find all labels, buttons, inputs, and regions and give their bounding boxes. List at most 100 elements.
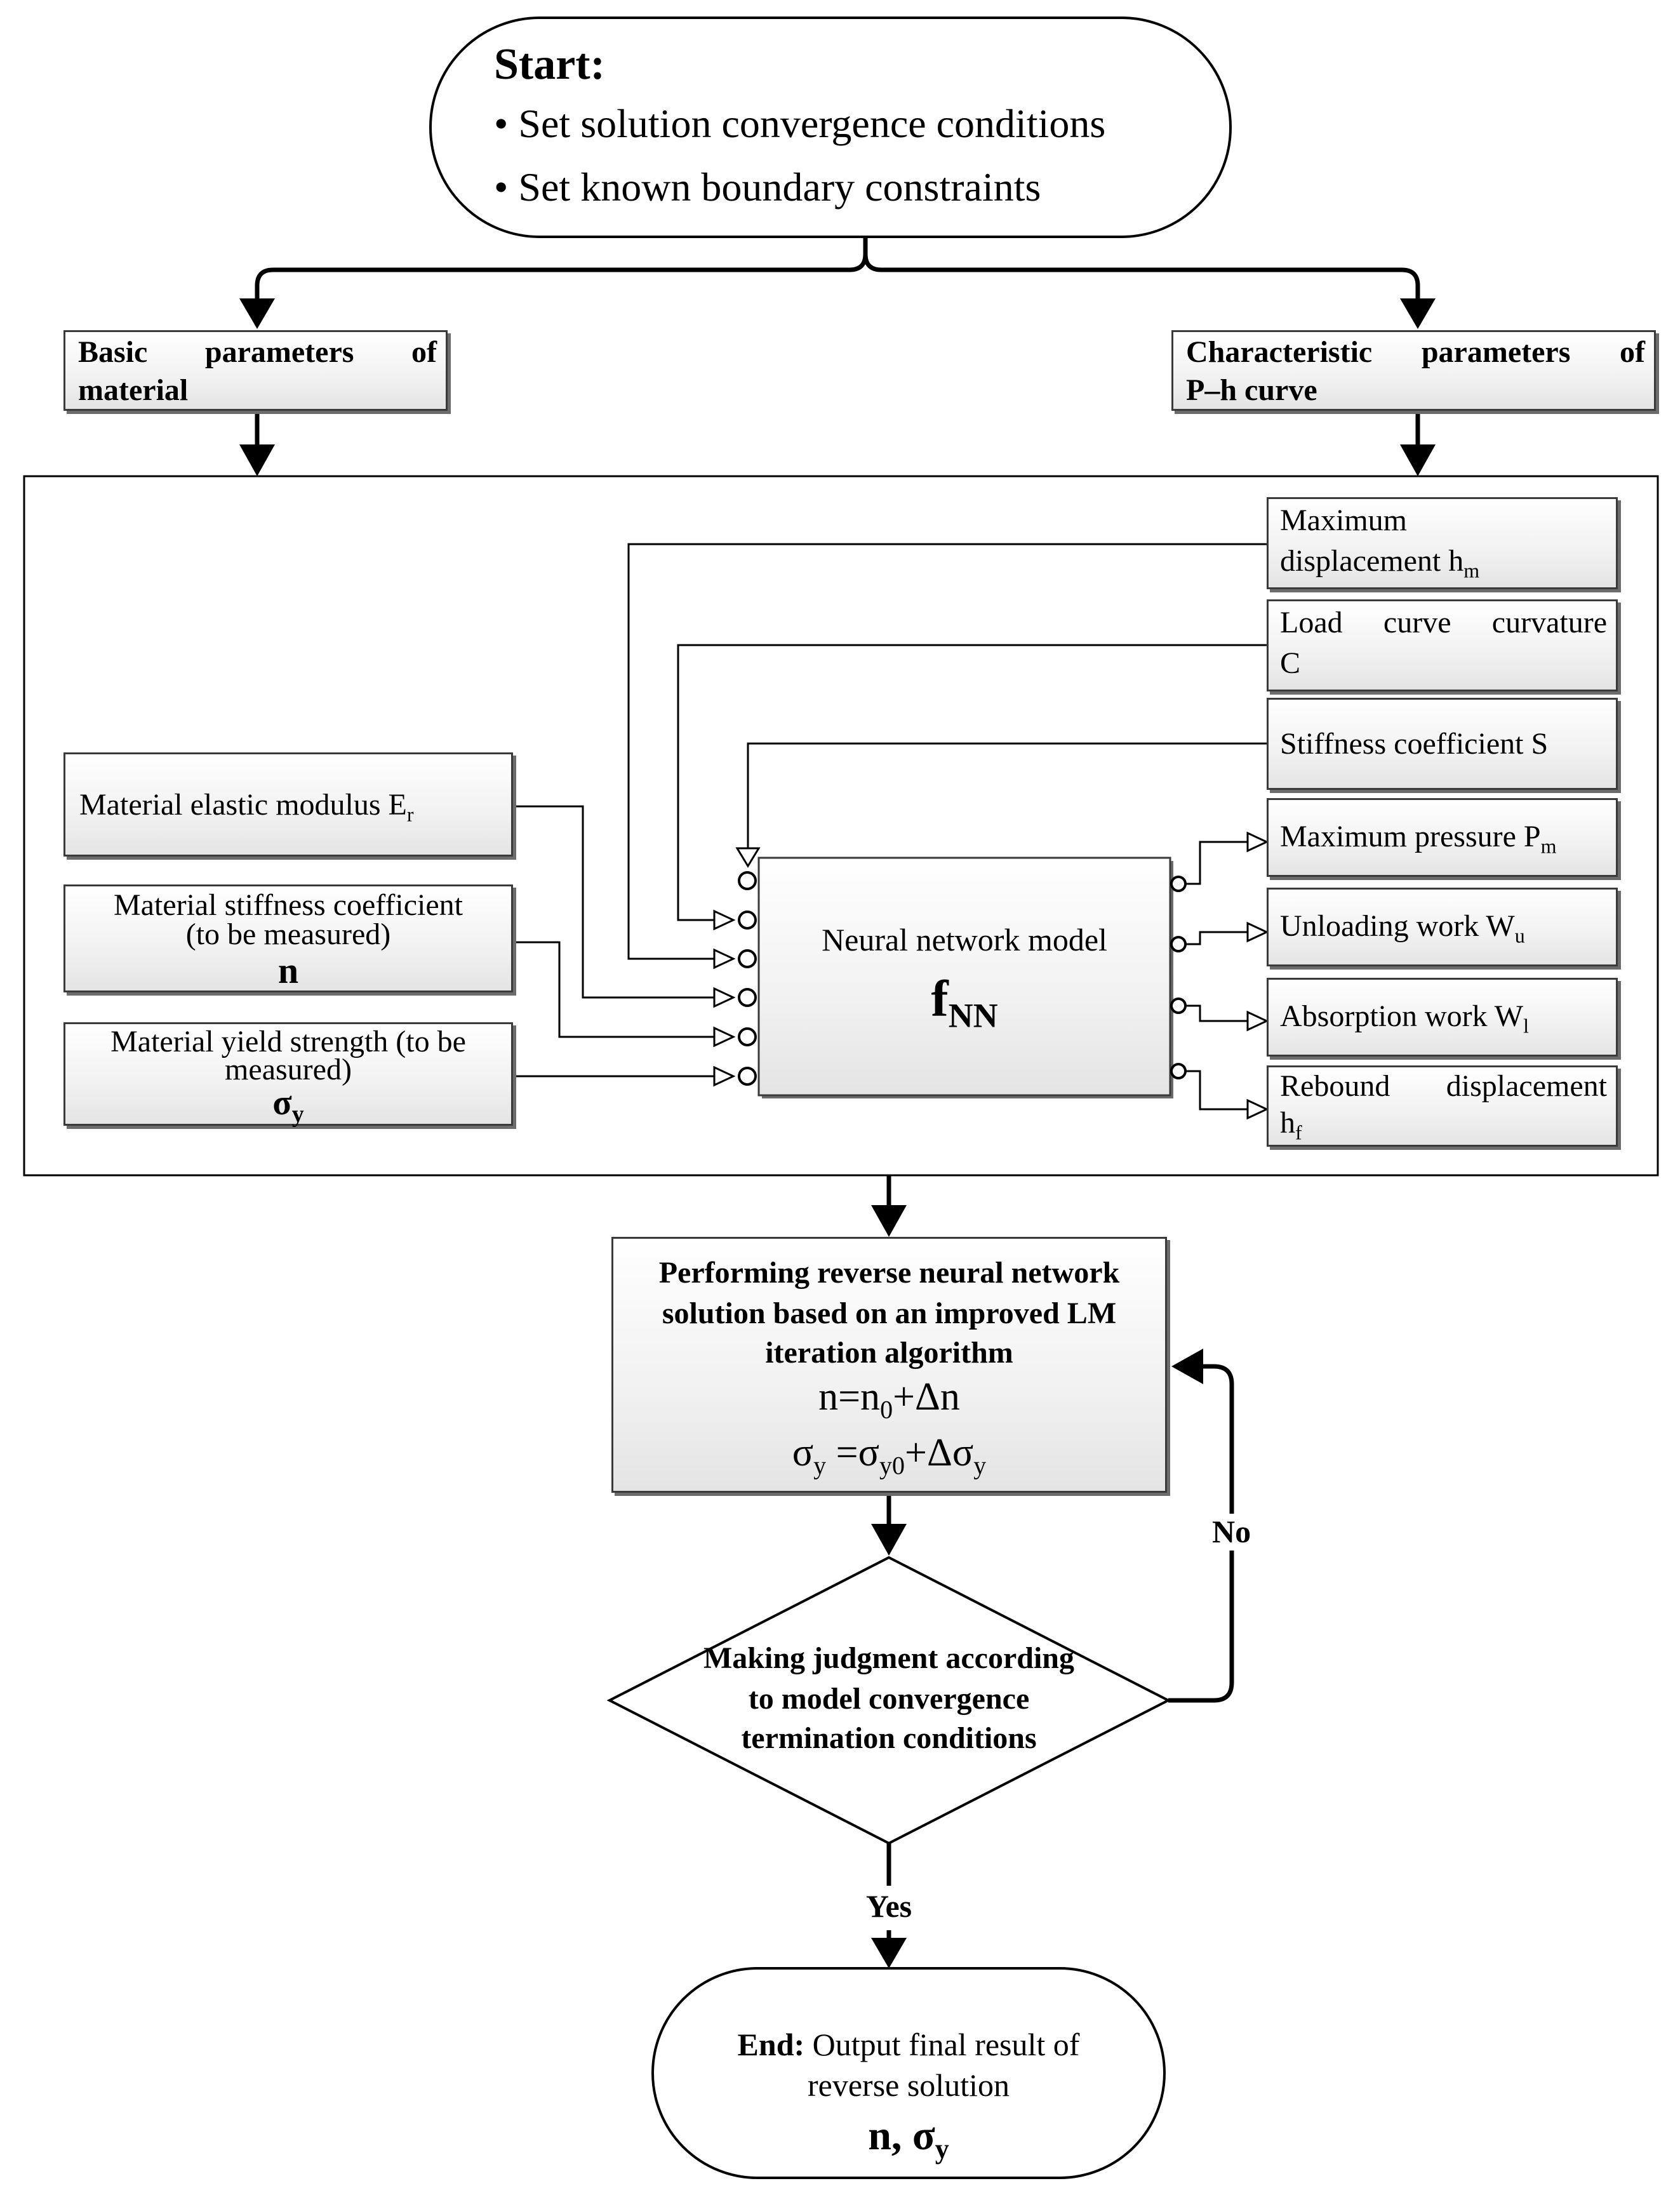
start-item-convergence-text: Set solution convergence conditions — [518, 101, 1106, 146]
yield-input-symbol: σy — [65, 1083, 511, 1129]
elastic-modulus-text: Material elastic modulus E — [79, 788, 407, 822]
elastic-modulus-label: Material elastic modulus Er — [79, 787, 414, 826]
wire-n — [513, 941, 714, 1038]
arrowhead-basic — [239, 298, 275, 329]
wire-hm — [627, 543, 1267, 960]
end-result: n, σy — [653, 2112, 1164, 2166]
start-item-convergence: • Set solution convergence conditions — [494, 100, 1105, 147]
max-displacement-text: displacement h — [1280, 544, 1464, 578]
stiffness-input-symbol: n — [277, 950, 299, 991]
max-displacement-line2: displacement hm — [1280, 544, 1479, 582]
wire-out-pm — [1180, 841, 1250, 885]
yield-strength-input-box: Material yield strength (to be measured)… — [63, 1022, 513, 1129]
stiffness-input-line2: (to be measured) — [185, 917, 391, 951]
stiffness-coefficient-param-box: Stiffness coefficient S — [1267, 698, 1618, 790]
output-arrowheads — [1246, 831, 1269, 1120]
reverse-solution-line3: iteration algorithm — [765, 1336, 1013, 1370]
no-label: No — [1210, 1514, 1254, 1551]
start-terminator-shape — [429, 17, 1232, 238]
max-displacement-line1: Maximum — [1280, 504, 1407, 537]
start-item-boundary-text: Set known boundary constraints — [518, 164, 1041, 210]
eq-n-part-a: n=n — [818, 1375, 881, 1418]
frame-to-reverse-arrowhead — [871, 1205, 907, 1237]
reverse-solution-line2: solution based on an improved LM — [662, 1297, 1117, 1330]
wire-out-hf — [1180, 1070, 1250, 1111]
rebound-displacement-text: h — [1280, 1106, 1295, 1140]
end-result-text: n, σ — [868, 2112, 935, 2159]
end-terminator-shape — [651, 1967, 1166, 2179]
rebound-displacement-sub: f — [1295, 1121, 1302, 1144]
eq-sigma-part-c: +Δσ — [905, 1431, 974, 1474]
wire-out-wl — [1180, 1004, 1250, 1022]
eq-sigma-sub3: y — [973, 1451, 987, 1480]
basic-parameters-box: Basic parameters of material — [63, 330, 448, 411]
eq-n-sub: 0 — [880, 1395, 893, 1424]
rebound-displacement-line2: hf — [1280, 1105, 1302, 1144]
output-ports — [1170, 876, 1187, 1079]
max-pressure-text: Maximum pressure P — [1280, 820, 1541, 853]
absorption-work-label: Absorption work Wl — [1280, 999, 1529, 1037]
sigma-symbol: σ — [272, 1083, 292, 1123]
start-title: Start: — [494, 40, 605, 89]
input-arrowheads — [713, 847, 761, 1087]
arrowhead-characteristic — [1400, 298, 1436, 329]
characteristic-parameters-line1: Characteristic parameters of — [1186, 335, 1645, 369]
unloading-work-text: Unloading work W — [1280, 909, 1515, 943]
absorption-work-box: Absorption work Wl — [1267, 978, 1618, 1057]
yield-input-line2: measured) — [225, 1053, 352, 1086]
elastic-modulus-sub: r — [406, 803, 414, 826]
reverse-equation-sigma: σy =σy0+Δσy — [613, 1431, 1165, 1480]
reverse-to-judgment-arrowhead — [871, 1524, 907, 1556]
reverse-solution-line1: Performing reverse neural network — [658, 1256, 1120, 1290]
basic-down-arrowhead — [239, 444, 275, 476]
reverse-equation-n: n=n0+Δn — [613, 1375, 1165, 1424]
wire-s — [747, 742, 1267, 848]
stiffness-coefficient-input-box: Material stiffness coefficient (to be me… — [63, 884, 513, 992]
sigma-sub: y — [291, 1101, 304, 1128]
load-curvature-box: Load curve curvature C — [1267, 599, 1618, 691]
nn-symbol-f: f — [931, 970, 949, 1027]
input-ports — [738, 871, 757, 1086]
basic-parameters-line2: material — [78, 373, 189, 407]
yes-label: Yes — [865, 1888, 912, 1924]
nn-symbol-sub: NN — [948, 996, 998, 1035]
end-text1: Output final result of — [804, 2027, 1080, 2062]
bullet-icon: • — [494, 164, 509, 210]
no-loop-arrowhead — [1171, 1349, 1203, 1384]
absorption-work-text: Absorption work W — [1280, 999, 1524, 1033]
end-description-line2: reverse solution — [808, 2067, 1010, 2103]
load-curvature-line1: Load curve curvature — [1280, 606, 1607, 639]
max-pressure-box: Maximum pressure Pm — [1267, 798, 1618, 877]
wire-c — [677, 644, 1267, 921]
characteristic-parameters-line2: P–h curve — [1186, 373, 1317, 407]
yes-arrowhead — [871, 1938, 907, 1968]
split-brace-connector — [255, 237, 868, 302]
reverse-solution-box: Performing reverse neural network soluti… — [611, 1237, 1167, 1493]
char-down-arrowhead — [1400, 444, 1436, 476]
end-title: End: — [737, 2027, 805, 2062]
characteristic-parameters-box: Characteristic parameters of P–h curve — [1171, 330, 1656, 411]
start-item-boundary: • Set known boundary constraints — [494, 164, 1041, 211]
eq-sigma-sub2: y0 — [879, 1451, 905, 1480]
max-pressure-label: Maximum pressure Pm — [1280, 819, 1557, 858]
eq-sigma-part-b: =σ — [826, 1431, 880, 1474]
max-displacement-box: Maximum displacement hm — [1267, 497, 1618, 589]
rebound-displacement-line1: Rebound displacement — [1280, 1069, 1607, 1103]
load-curvature-line2: C — [1280, 646, 1301, 680]
nn-model-label: Neural network model — [822, 922, 1107, 957]
judgment-line2: to model convergence — [748, 1682, 1030, 1716]
judgment-line3: termination conditions — [741, 1721, 1037, 1755]
wire-er — [513, 805, 714, 999]
nn-model-symbol: fNN — [759, 969, 1170, 1035]
stiffness-input-line1: Material stiffness coefficient — [113, 888, 463, 922]
model-frame — [23, 475, 1659, 1177]
elastic-modulus-box: Material elastic modulus Er — [63, 752, 513, 857]
wire-out-wu — [1180, 931, 1250, 945]
nn-box-shape — [757, 857, 1171, 1097]
max-pressure-sub: m — [1540, 834, 1557, 858]
judgment-line1: Making judgment according — [703, 1641, 1074, 1675]
bullet-icon: • — [494, 101, 509, 146]
unloading-work-sub: u — [1514, 924, 1525, 947]
yield-input-line1: Material yield strength (to be — [110, 1025, 466, 1058]
